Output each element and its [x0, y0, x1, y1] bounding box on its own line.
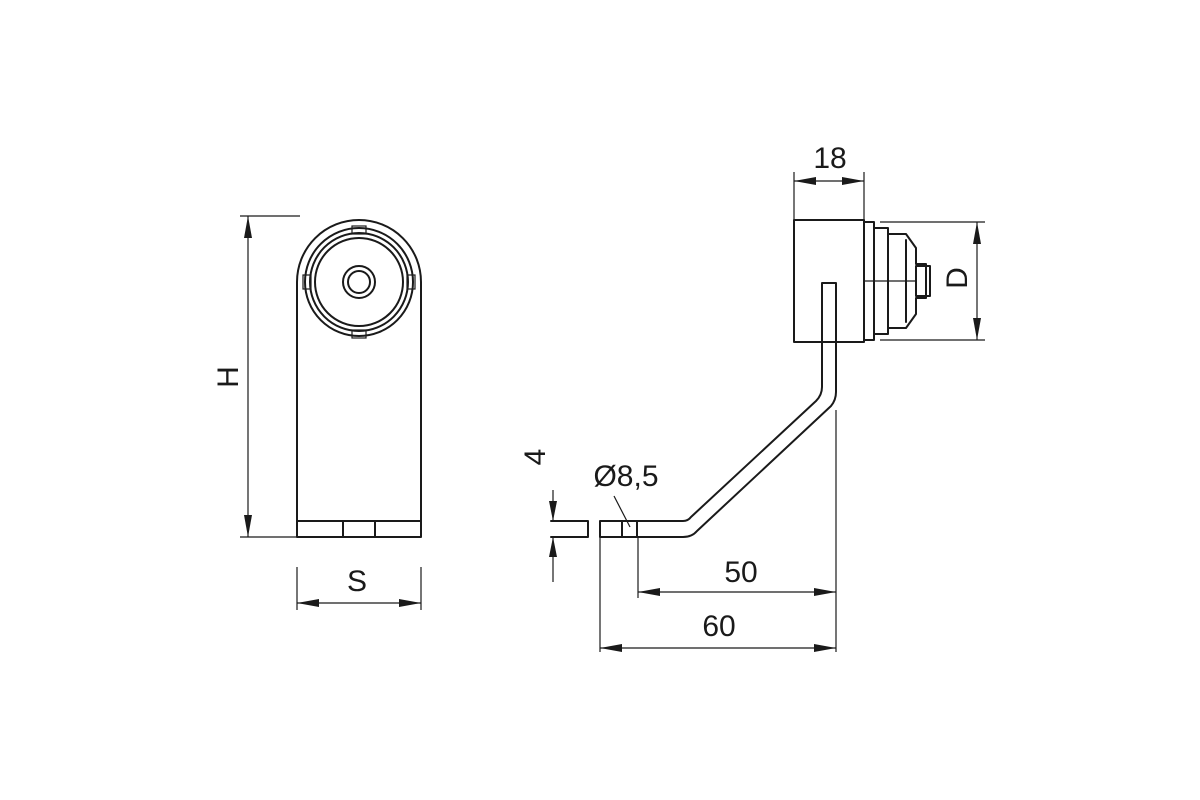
side-wheel-outline [863, 221, 927, 341]
dimension-4: 4 [519, 449, 557, 582]
dimension-hole: Ø8,5 [593, 460, 659, 528]
d18-arrow-left [794, 177, 816, 185]
dimension-h: H [212, 215, 300, 538]
dimension-18: 18 [793, 142, 865, 220]
d50-arrow-left [638, 588, 660, 596]
front-body-outline [296, 219, 422, 538]
front-bolt-inner [347, 270, 371, 294]
d50-label: 50 [724, 556, 757, 589]
side-axle-nut [915, 265, 931, 297]
d60-label: 60 [702, 610, 735, 643]
front-ring-notch-top [351, 225, 367, 235]
d4-arrow-top [549, 501, 557, 521]
side-bracket-strap [599, 282, 837, 538]
d60-arrow-left [600, 644, 622, 652]
hole-label: Ø8,5 [593, 460, 658, 493]
front-view [296, 219, 422, 538]
front-ring-outer [304, 227, 414, 337]
d-label: D [941, 267, 974, 289]
dimension-50: 50 [637, 410, 837, 652]
front-ring-notch-left [302, 274, 312, 290]
h-arrow-bottom [244, 515, 252, 537]
h-label: H [212, 366, 245, 388]
side-plate-stub [550, 520, 589, 538]
s-arrow-right [399, 599, 421, 607]
front-ring-notch-right [406, 274, 416, 290]
s-label: S [347, 565, 367, 598]
front-bolt-outer [342, 265, 376, 299]
d4-arrow-bottom [549, 537, 557, 557]
front-ring-notch-bottom [351, 329, 367, 339]
front-ring-inner [314, 237, 404, 327]
s-arrow-left [297, 599, 319, 607]
side-roller-block [793, 219, 865, 343]
d18-arrow-right [842, 177, 864, 185]
d4-label: 4 [519, 449, 552, 466]
dimension-d: D [880, 221, 985, 341]
side-view [550, 219, 931, 538]
dimension-60: 60 [599, 537, 836, 652]
d60-arrow-right [814, 644, 836, 652]
dimension-s: S [296, 565, 422, 610]
d-arrow-bottom [973, 318, 981, 340]
hole-leader-line [613, 495, 631, 528]
d50-arrow-right [814, 588, 836, 596]
d18-label: 18 [813, 142, 846, 175]
h-arrow-top [244, 216, 252, 238]
front-ring-middle [309, 232, 409, 332]
d-arrow-top [973, 222, 981, 244]
